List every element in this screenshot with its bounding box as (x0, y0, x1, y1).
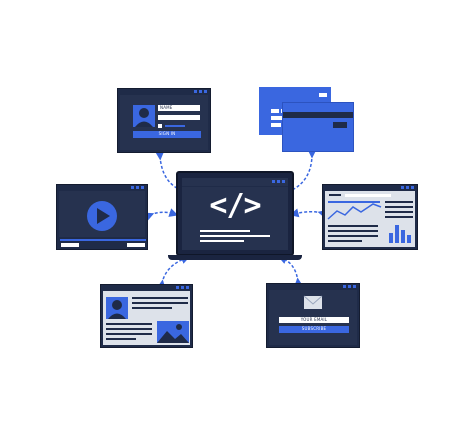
subscribe-button[interactable]: SUBSCRIBE (279, 326, 349, 333)
form-close-icon[interactable] (319, 93, 327, 97)
window-controls (343, 285, 356, 289)
email-field[interactable]: YOUR EMAIL (279, 317, 349, 323)
laptop-base (168, 255, 302, 260)
remember-checkbox[interactable] (158, 124, 162, 128)
password-field[interactable] (158, 115, 200, 120)
user-icon (135, 108, 153, 127)
window-controls (194, 90, 207, 94)
envelope-icon (303, 295, 323, 309)
video-progress-bar[interactable] (60, 239, 146, 241)
window-controls (401, 186, 414, 190)
laptop-screen: </> (176, 171, 294, 256)
playback-controls[interactable] (61, 243, 79, 247)
card-chip (333, 122, 347, 128)
arrow-video-laptop (144, 208, 179, 221)
name-field[interactable]: NAME (158, 105, 200, 111)
window-controls (272, 180, 285, 184)
arrow-chart-laptop (289, 208, 328, 219)
player-settings-controls[interactable] (127, 243, 145, 247)
video-player-window (56, 184, 148, 250)
credit-card-icon (282, 102, 354, 152)
avatar (133, 105, 155, 127)
window-controls (131, 186, 144, 190)
login-window: NAME SIGN IN (117, 88, 211, 153)
play-icon[interactable] (57, 185, 149, 251)
code-line (200, 240, 244, 242)
sign-in-button[interactable]: SIGN IN (133, 131, 201, 138)
arrow-subscribe-laptop (277, 255, 303, 287)
remember-label (165, 125, 185, 127)
analytics-window (322, 184, 418, 250)
profile-window (100, 284, 193, 348)
window-controls (176, 286, 189, 290)
line-chart-icon (327, 203, 382, 220)
code-line (200, 235, 270, 237)
bar-chart-icon (389, 225, 411, 243)
code-icon: </> (209, 188, 261, 223)
newsletter-window: YOUR EMAIL SUBSCRIBE (266, 283, 360, 348)
code-line (200, 230, 250, 232)
arrow-profile-laptop (156, 255, 191, 290)
image-icon (157, 321, 189, 343)
user-icon (108, 300, 126, 319)
card-stripe (283, 112, 353, 118)
avatar (106, 297, 128, 319)
